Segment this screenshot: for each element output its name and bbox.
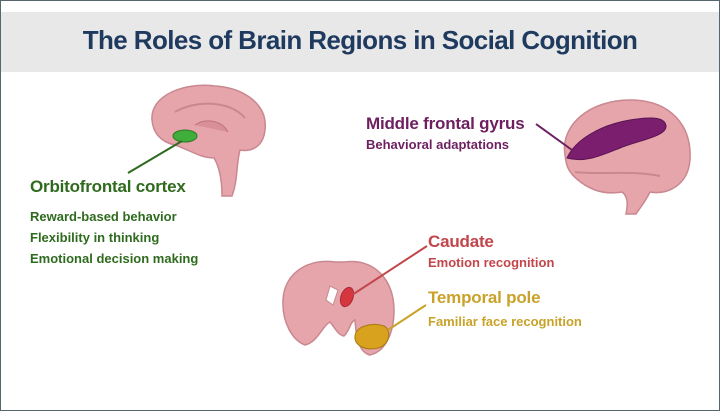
- orbitofrontal-leader-line: [127, 140, 183, 174]
- caudate-leader-line: [351, 245, 428, 296]
- middle-frontal-gyrus-highlight: [566, 117, 667, 161]
- caudate-role: Emotion recognition: [428, 255, 555, 270]
- coronal-brain-icon: [282, 260, 395, 356]
- temporal-pole-role: Familiar face recognition: [428, 314, 582, 329]
- lateral-brain-icon: [563, 99, 691, 215]
- middle-frontal-gyrus-role: Behavioral adaptations: [366, 137, 510, 152]
- orbitofrontal-cortex-label: Orbitofrontal cortex: [30, 177, 186, 196]
- caudate-label: Caudate: [428, 232, 494, 251]
- orbitofrontal-role: Emotional decision making: [30, 251, 199, 266]
- orbitofrontal-role: Reward-based behavior: [30, 209, 177, 224]
- temporal-pole-label: Temporal pole: [428, 288, 541, 307]
- figure-title: The Roles of Brain Regions in Social Cog…: [82, 25, 638, 55]
- temporal-pole-highlight: [354, 323, 390, 350]
- sagittal-brain-icon: [151, 84, 266, 197]
- orbitofrontal-role: Flexibility in thinking: [30, 230, 160, 245]
- temporal-pole-leader-line: [387, 304, 427, 331]
- title-bar: The Roles of Brain Regions in Social Cog…: [1, 12, 719, 72]
- middle-frontal-leader-line: [535, 123, 573, 151]
- caudate-highlight: [339, 286, 355, 308]
- orbitofrontal-highlight: [172, 129, 198, 143]
- middle-frontal-gyrus-label: Middle frontal gyrus: [366, 114, 525, 133]
